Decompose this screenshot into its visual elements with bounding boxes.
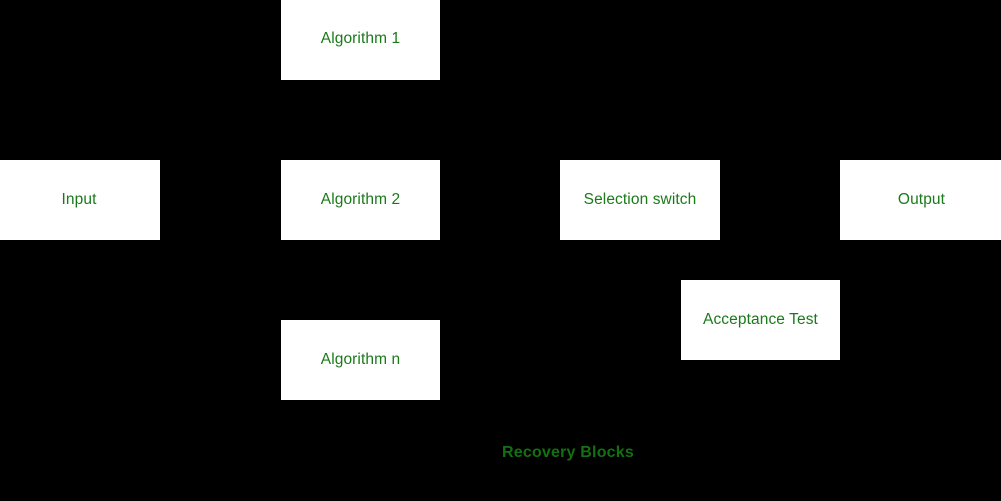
node-algorithm-1-label: Algorithm 1 bbox=[320, 29, 401, 47]
node-selection-switch-label: Selection switch bbox=[583, 190, 697, 208]
node-algorithm-n[interactable]: Algorithm n bbox=[281, 320, 440, 400]
node-algorithm-n-label: Algorithm n bbox=[320, 350, 401, 368]
node-acceptance-test-label: Acceptance Test bbox=[703, 310, 818, 328]
node-input[interactable]: Input bbox=[0, 160, 160, 240]
node-algorithm-2-label: Algorithm 2 bbox=[320, 190, 401, 208]
node-algorithm-1[interactable]: Algorithm 1 bbox=[281, 0, 440, 80]
node-output[interactable]: Output bbox=[840, 160, 1001, 240]
node-output-label: Output bbox=[897, 190, 946, 208]
node-algorithm-2[interactable]: Algorithm 2 bbox=[281, 160, 440, 240]
node-selection-switch[interactable]: Selection switch bbox=[560, 160, 720, 240]
node-input-label: Input bbox=[61, 190, 97, 208]
node-acceptance-test[interactable]: Acceptance Test bbox=[681, 280, 840, 360]
diagram-title: Recovery Blocks bbox=[502, 444, 634, 461]
